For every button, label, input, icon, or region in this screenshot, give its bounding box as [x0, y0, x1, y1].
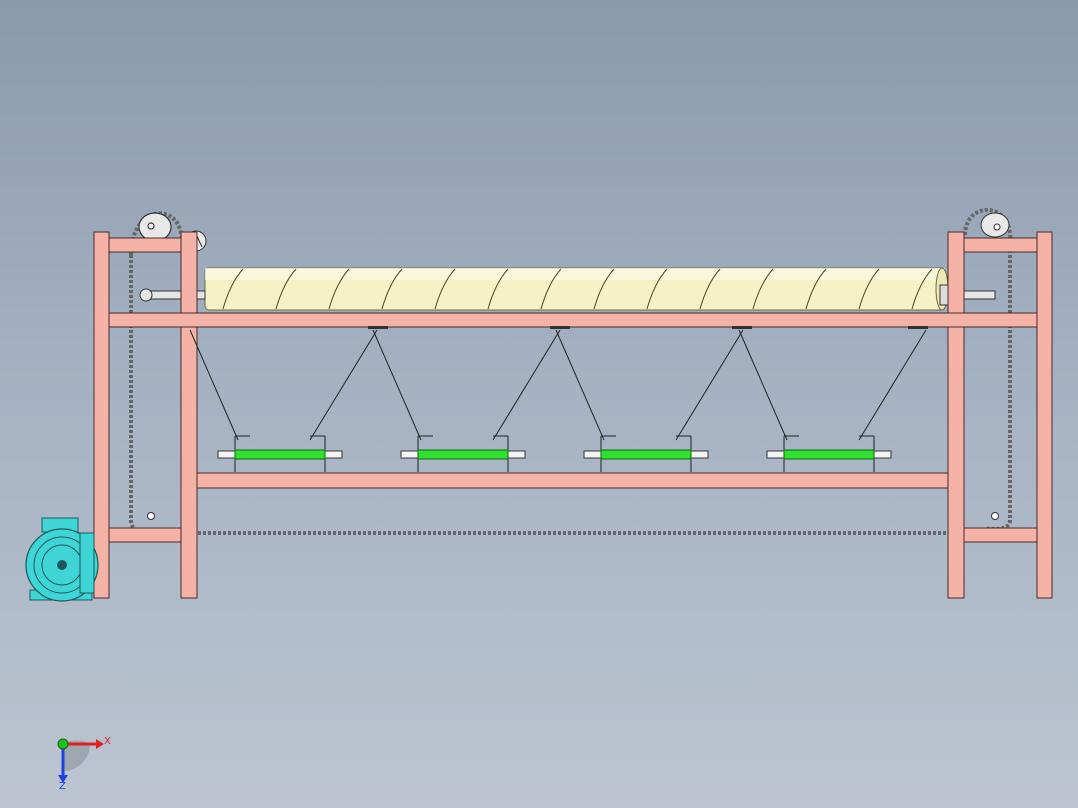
helix-flight	[911, 268, 933, 310]
drive-motor	[25, 517, 99, 602]
x-axis-label: X	[104, 736, 111, 747]
left-chain	[129, 211, 184, 536]
helix-flight	[752, 268, 774, 310]
helix-flight	[434, 268, 456, 310]
y-axis-dot	[57, 738, 69, 750]
helix-flight	[699, 268, 721, 310]
helix-flight	[540, 268, 562, 310]
helix-flight	[646, 268, 668, 310]
hopper-1	[189, 329, 378, 472]
hopper-assemblies	[189, 326, 928, 472]
helix-flight	[593, 268, 615, 310]
helix-flight	[487, 268, 509, 310]
support-frame	[93, 231, 1053, 599]
helix-flight	[858, 268, 880, 310]
z-axis-label: Z	[59, 781, 66, 792]
helix-flight	[222, 268, 244, 310]
helix-flight	[805, 268, 827, 310]
hopper-mount	[550, 326, 570, 329]
hopper-mount	[368, 326, 388, 329]
hopper-2	[372, 329, 561, 472]
frame-bolts	[147, 512, 999, 520]
hopper-mount	[732, 326, 752, 329]
hopper-mount	[908, 326, 928, 329]
right-chain	[963, 208, 1013, 531]
hopper-3	[555, 329, 744, 472]
helix-flight	[381, 268, 403, 310]
helix-flight	[328, 268, 350, 310]
helix-flight	[275, 268, 297, 310]
orientation-triad[interactable]: X Z	[57, 736, 111, 792]
helical-roller	[204, 267, 949, 311]
hopper-4	[738, 329, 927, 472]
